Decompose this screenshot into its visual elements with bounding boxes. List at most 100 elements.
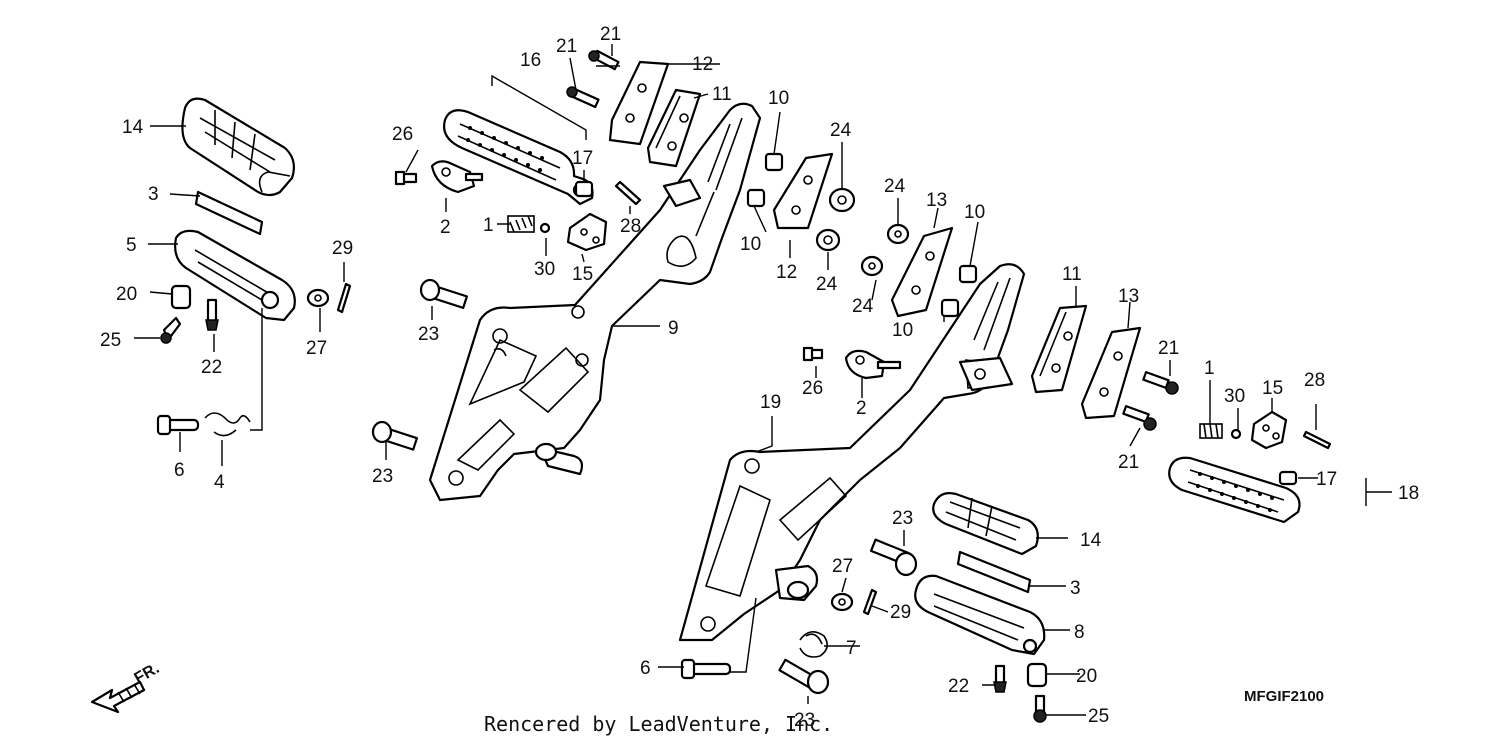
washer-27-left xyxy=(306,288,330,308)
callout-28-left: 28 xyxy=(620,216,641,237)
callout-1-right: 1 xyxy=(1204,358,1215,379)
collar-10-c xyxy=(958,264,978,284)
nut-24-b xyxy=(815,228,841,252)
callout-13-right: 13 xyxy=(1118,286,1139,307)
spring-1-right xyxy=(1199,423,1223,439)
callout-10-d: 10 xyxy=(892,320,913,341)
pin-28-right xyxy=(1302,430,1332,450)
callout-17-right: 17 xyxy=(1316,469,1337,490)
bolt-25-right xyxy=(1033,694,1047,723)
callout-29-right: 29 xyxy=(890,602,911,623)
callout-11-right: 11 xyxy=(1062,264,1082,285)
callout-29-left: 29 xyxy=(332,238,353,259)
render-credit: Rencered by LeadVenture, Inc. xyxy=(484,712,833,736)
stopper-15-left xyxy=(566,212,608,252)
callout-2-right: 2 xyxy=(856,398,867,419)
callout-10-b: 10 xyxy=(740,234,761,255)
pivot-pin-6-right xyxy=(680,658,732,680)
plate-12-upper xyxy=(608,60,670,146)
callout-25-left: 25 xyxy=(100,330,121,351)
callout-15-right: 15 xyxy=(1262,378,1283,399)
callout-8: 8 xyxy=(1074,622,1085,643)
rubber-11-upper xyxy=(646,88,702,168)
callout-20-left: 20 xyxy=(116,284,137,305)
callout-18: 18 xyxy=(1398,483,1419,504)
callout-21-d: 21 xyxy=(1118,452,1139,473)
bolt-21c xyxy=(1142,371,1179,395)
spring-1-left xyxy=(507,215,535,233)
stopper-15-right xyxy=(1250,410,1288,450)
callout-14-left: 14 xyxy=(122,117,144,138)
ball-30-left xyxy=(539,222,551,234)
callout-30-left: 30 xyxy=(534,259,555,280)
callout-16: 16 xyxy=(520,50,541,71)
callout-13-center: 13 xyxy=(926,190,947,211)
callout-12-upper: 12 xyxy=(692,54,713,75)
callout-2-left: 2 xyxy=(440,217,451,238)
bracket-2-right xyxy=(844,349,902,380)
callout-30-right: 30 xyxy=(1224,386,1245,407)
nut-24-c xyxy=(886,223,910,245)
pin-29-left xyxy=(336,282,352,314)
spring-7 xyxy=(799,631,828,658)
callout-3-left: 3 xyxy=(148,184,159,205)
pin-29-right xyxy=(862,588,878,616)
callout-24-a: 24 xyxy=(830,120,852,141)
plate-13-right xyxy=(1080,326,1142,420)
callout-14-right: 14 xyxy=(1080,530,1102,551)
callout-21-c: 21 xyxy=(1158,338,1179,359)
callout-11-upper: 11 xyxy=(712,84,732,105)
callout-26-right: 26 xyxy=(802,378,823,399)
callout-26-left: 26 xyxy=(392,124,413,145)
footpeg-plate-left xyxy=(194,190,264,236)
callout-4: 4 xyxy=(214,472,225,493)
collar-17-right xyxy=(1278,470,1298,486)
footpeg-left xyxy=(174,229,296,322)
bolt-26-right xyxy=(802,346,824,362)
bolt-25-left xyxy=(160,316,182,344)
callout-24-d: 24 xyxy=(852,296,874,317)
diagram-code: MFGIF2100 xyxy=(1244,688,1324,705)
collar-17-left xyxy=(574,180,594,198)
callout-22-left: 22 xyxy=(201,357,222,378)
callout-23-b: 23 xyxy=(372,466,393,487)
bracket-2-left xyxy=(430,160,484,194)
callout-22-right: 22 xyxy=(948,676,969,697)
ball-30-right xyxy=(1230,428,1242,440)
callout-6-left: 6 xyxy=(174,460,185,481)
washer-27-right xyxy=(830,592,854,612)
bolt-21d xyxy=(1122,405,1157,431)
bolt-22-right xyxy=(993,664,1007,693)
pivot-pin-6-left xyxy=(156,414,200,436)
callout-23-c: 23 xyxy=(892,508,913,529)
callout-27-left: 27 xyxy=(306,338,327,359)
callout-23-d: 23 xyxy=(794,710,815,731)
callout-21-b: 21 xyxy=(556,36,577,57)
callout-10-c: 10 xyxy=(964,202,985,223)
callout-25-right: 25 xyxy=(1088,706,1109,727)
callout-1-left: 1 xyxy=(483,215,494,236)
bolt-23-a xyxy=(419,278,468,309)
pin-28-left xyxy=(614,180,642,206)
bolt-26-left xyxy=(394,170,418,186)
collar-10-a xyxy=(764,152,784,172)
collar-20-left xyxy=(170,284,192,310)
callout-10-a: 10 xyxy=(768,88,789,109)
plate-13-center xyxy=(890,226,954,318)
callout-23-a: 23 xyxy=(418,324,439,345)
callout-19: 19 xyxy=(760,392,781,413)
callout-24-b: 24 xyxy=(816,274,838,295)
spring-4-left xyxy=(204,308,263,437)
callout-labels: 14 3 5 20 25 22 27 29 6 4 16 21 21 12 11… xyxy=(100,24,1419,731)
collar-10-d xyxy=(940,298,960,318)
footpeg-plate-right xyxy=(956,550,1032,594)
nut-24-d xyxy=(860,255,884,277)
callout-20-right: 20 xyxy=(1076,666,1097,687)
front-direction-arrow: FR. xyxy=(90,660,162,714)
footpeg-rubber-left xyxy=(181,97,295,197)
plate-12-center xyxy=(772,152,834,230)
callout-3-right: 3 xyxy=(1070,578,1081,599)
callout-6-right: 6 xyxy=(640,658,651,679)
callout-5: 5 xyxy=(126,235,137,256)
